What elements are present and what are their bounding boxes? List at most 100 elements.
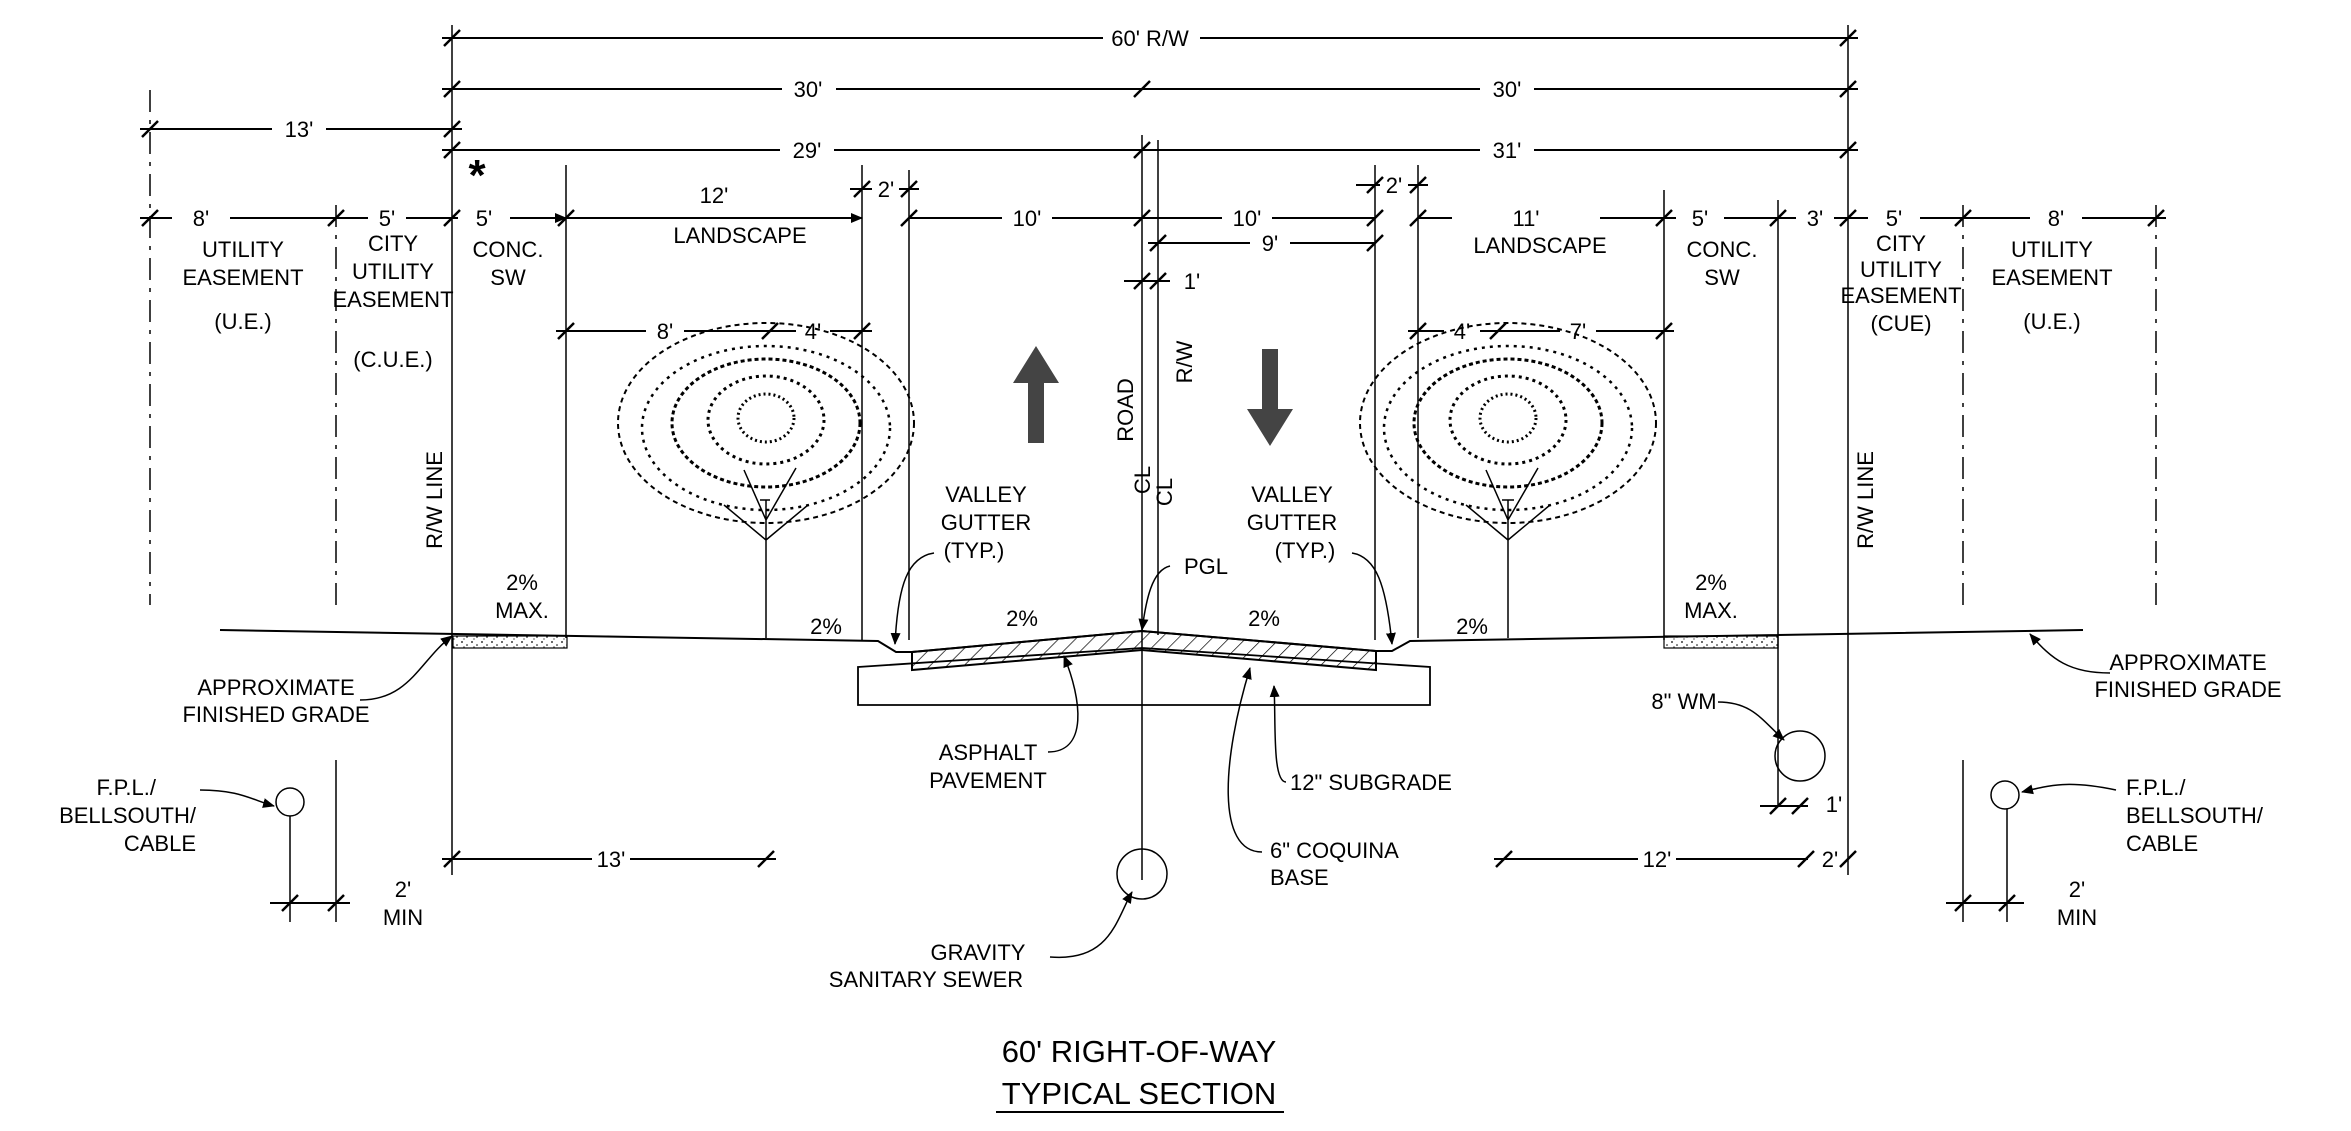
sw-right-line1: CONC. bbox=[1687, 237, 1758, 262]
landscape-left-label: LANDSCAPE bbox=[673, 223, 806, 248]
asphalt-line1: ASPHALT bbox=[939, 740, 1038, 765]
cue-left-line3: EASEMENT bbox=[332, 287, 453, 312]
sewer-line1: GRAVITY bbox=[931, 940, 1026, 965]
dim-ue-right: 8' bbox=[2048, 206, 2064, 231]
valley-gutter-right-2: GUTTER bbox=[1247, 510, 1337, 535]
cue-right-line4: (CUE) bbox=[1870, 311, 1931, 336]
dim-tree-right-bottom: 12' bbox=[1643, 847, 1672, 872]
slope-landscape-right: 2% bbox=[1456, 614, 1488, 639]
road-section bbox=[219, 629, 2084, 706]
dim-cue-left: 5' bbox=[379, 206, 395, 231]
northbound-arrow bbox=[1013, 346, 1059, 443]
cue-right-line1: CITY bbox=[1876, 231, 1926, 256]
dim-tree-right-a: 4' bbox=[1454, 319, 1470, 344]
dim-landscape-left: 12' bbox=[700, 183, 729, 208]
valley-gutter-right-3: (TYP.) bbox=[1275, 538, 1336, 563]
sewer-line2: SANITARY SEWER bbox=[829, 967, 1023, 992]
fpl-conduit-right bbox=[1990, 780, 2020, 810]
coquina-line2: BASE bbox=[1270, 865, 1329, 890]
dim-left-easement: 13' bbox=[285, 117, 314, 142]
ue-right-line1: UTILITY bbox=[2011, 237, 2093, 262]
sw-left-line2: SW bbox=[490, 265, 526, 290]
dim-31: 31' bbox=[1493, 138, 1522, 163]
base-layer bbox=[857, 647, 1431, 706]
sw-left-line1: CONC. bbox=[473, 237, 544, 262]
ue-left-line1: UTILITY bbox=[202, 237, 284, 262]
water-main bbox=[1774, 730, 1826, 782]
tree-left bbox=[617, 322, 915, 638]
dim-tree-left-a: 8' bbox=[657, 319, 673, 344]
sw-right-line2: SW bbox=[1704, 265, 1740, 290]
dim-29: 29' bbox=[793, 138, 822, 163]
dim-half-right: 30' bbox=[1493, 77, 1522, 102]
cue-left-line1: CITY bbox=[368, 231, 418, 256]
fpl-left-3: CABLE bbox=[124, 831, 196, 856]
dim-wm-offset-a: 1' bbox=[1826, 792, 1842, 817]
title-line2: TYPICAL SECTION bbox=[1002, 1076, 1276, 1111]
rw-vertical-label: R/W bbox=[1172, 340, 1197, 383]
title-line1: 60' RIGHT-OF-WAY bbox=[1002, 1034, 1277, 1069]
dim-gap-right: 3' bbox=[1807, 206, 1823, 231]
slope-sw-left: 2% bbox=[506, 570, 538, 595]
grade-right-1: APPROXIMATE bbox=[2109, 650, 2266, 675]
dim-rw-total: 60' R/W bbox=[1111, 26, 1189, 51]
slope-road-right: 2% bbox=[1248, 606, 1280, 631]
cue-right-line3: EASEMENT bbox=[1840, 283, 1961, 308]
sidewalk-left bbox=[452, 635, 568, 649]
landscape-right-label: LANDSCAPE bbox=[1473, 233, 1606, 258]
drawing-title: 60' RIGHT-OF-WAY TYPICAL SECTION bbox=[996, 1034, 1284, 1113]
slope-landscape-left: 2% bbox=[810, 614, 842, 639]
slope-sw-right: 2% bbox=[1695, 570, 1727, 595]
dim-sw-right: 5' bbox=[1692, 206, 1708, 231]
cue-left-line2: UTILITY bbox=[352, 259, 434, 284]
rw-line-right-label: R/W LINE bbox=[1853, 451, 1878, 549]
grade-right-2: FINISHED GRADE bbox=[2094, 677, 2281, 702]
valley-gutter-left-1: VALLEY bbox=[945, 482, 1027, 507]
fpl-right-3: CABLE bbox=[2126, 831, 2198, 856]
slope-road-left: 2% bbox=[1006, 606, 1038, 631]
grade-left-1: APPROXIMATE bbox=[197, 675, 354, 700]
ue-left-line3: (U.E.) bbox=[214, 309, 271, 334]
dim-tree-left-b: 4' bbox=[805, 319, 821, 344]
ue-left-line2: EASEMENT bbox=[182, 265, 303, 290]
sidewalk-right bbox=[1663, 635, 1779, 649]
dim-cue-right: 5' bbox=[1886, 206, 1902, 231]
dim-gutter-left: 2' bbox=[878, 177, 894, 202]
wm-label: 8" WM bbox=[1651, 689, 1716, 714]
rw-line-left-label: R/W LINE bbox=[422, 451, 447, 549]
valley-gutter-left-2: GUTTER bbox=[941, 510, 1031, 535]
dim-tree-right-b: 7' bbox=[1570, 319, 1586, 344]
ue-right-line3: (U.E.) bbox=[2023, 309, 2080, 334]
zone-labels: UTILITY EASEMENT (U.E.) CITY UTILITY EAS… bbox=[182, 223, 2112, 549]
callouts: VALLEY GUTTER (TYP.) VALLEY GUTTER (TYP.… bbox=[59, 482, 2281, 992]
fpl-right-2: BELLSOUTH/ bbox=[2126, 803, 2264, 828]
dim-half-left: 30' bbox=[794, 77, 823, 102]
dim-road-to-gutter: 9' bbox=[1262, 231, 1278, 256]
cl-label-b: CL bbox=[1152, 478, 1177, 506]
dim-fpl-right-min-label: MIN bbox=[2057, 905, 2097, 930]
dim-wm-offset-b: 2' bbox=[1822, 847, 1838, 872]
dim-landscape-right: 11' bbox=[1512, 206, 1539, 231]
dim-fpl-right-min-value: 2' bbox=[2069, 877, 2085, 902]
dim-tree-left-bottom: 13' bbox=[597, 847, 626, 872]
coquina-line1: 6" COQUINA bbox=[1270, 838, 1399, 863]
asterisk-mark: * bbox=[468, 151, 486, 200]
dim-ue-left: 8' bbox=[193, 206, 209, 231]
slope-sw-right-max: MAX. bbox=[1684, 598, 1738, 623]
road-label: ROAD bbox=[1113, 378, 1138, 442]
asphalt-pavement-layer bbox=[911, 629, 1377, 672]
top-dimension-labels: 60' R/W 30' 30' 13' 29' 31' 8' 5' 5' 12'… bbox=[193, 26, 2064, 344]
ue-right-line2: EASEMENT bbox=[1991, 265, 2112, 290]
valley-gutter-left-3: (TYP.) bbox=[944, 538, 1005, 563]
fpl-conduit-left bbox=[275, 787, 305, 817]
subgrade-label: 12" SUBGRADE bbox=[1290, 770, 1452, 795]
dim-fpl-left-min-value: 2' bbox=[395, 877, 411, 902]
traffic-arrows bbox=[1013, 346, 1293, 446]
asphalt-line2: PAVEMENT bbox=[929, 768, 1047, 793]
utility-pipes bbox=[275, 730, 2020, 922]
tree-right bbox=[1359, 322, 1657, 638]
dim-fpl-left-min-label: MIN bbox=[383, 905, 423, 930]
fpl-left-2: BELLSOUTH/ bbox=[59, 803, 197, 828]
dim-lane-left: 10' bbox=[1013, 206, 1042, 231]
